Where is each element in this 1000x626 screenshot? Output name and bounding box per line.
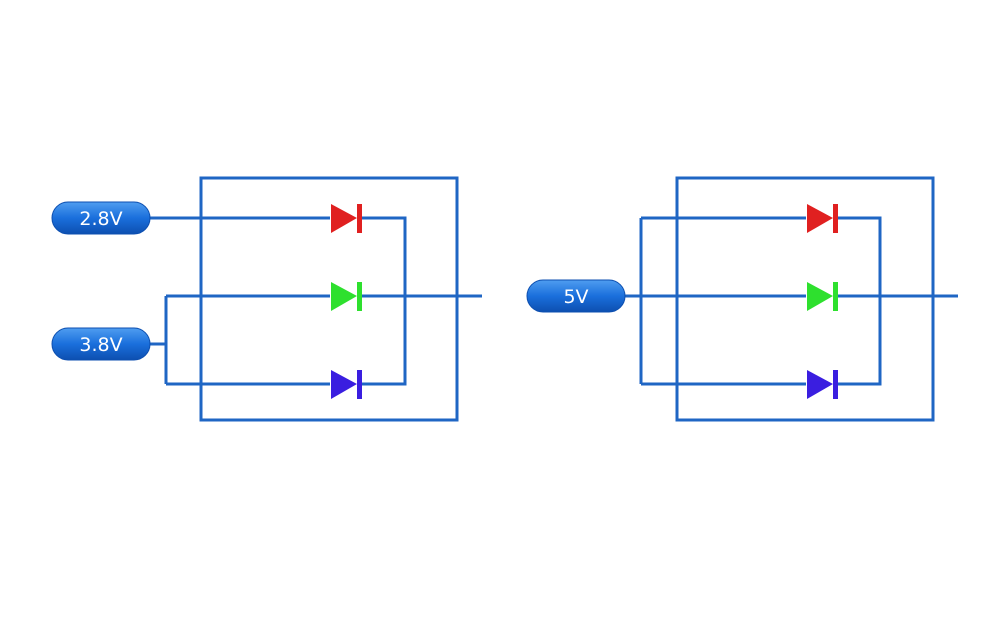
wire-cathode-return	[362, 216, 407, 386]
voltage-label-3v8-text: 3.8V	[79, 334, 122, 356]
circuit-right: 5V	[526, 176, 958, 422]
red-led-icon	[807, 204, 838, 233]
led-package-outline	[199, 176, 459, 422]
led-package-outline	[675, 176, 935, 422]
green-led-icon	[807, 282, 838, 311]
red-led-icon	[331, 204, 362, 233]
voltage-label-5v: 5V	[526, 279, 626, 313]
voltage-label-5v-text: 5V	[563, 286, 588, 308]
blue-led-icon	[807, 370, 838, 399]
blue-led-icon	[331, 370, 362, 399]
voltage-label-2v8-text: 2.8V	[79, 208, 122, 230]
voltage-label-3v8: 3.8V	[51, 327, 151, 361]
wire-cathode-return	[838, 216, 882, 386]
voltage-label-2v8: 2.8V	[51, 201, 151, 235]
circuit-left: 2.8V 3.8V	[51, 176, 482, 422]
green-led-icon	[331, 282, 362, 311]
circuit-right-wires	[625, 176, 958, 422]
circuit-left-wires	[150, 176, 482, 422]
